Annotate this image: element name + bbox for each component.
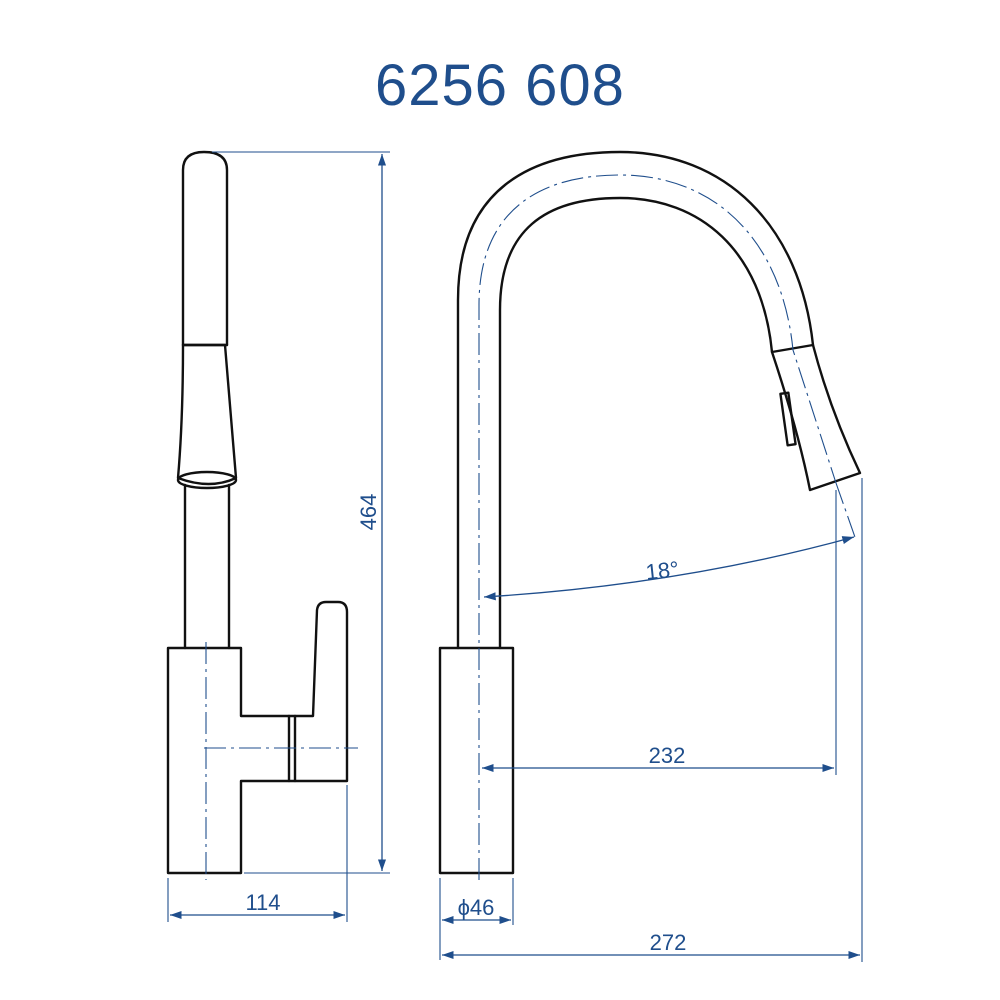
front-centerline-angle (835, 482, 857, 541)
front-centerline-spout (478, 174, 837, 880)
diameter-label: ϕ46 (458, 895, 495, 920)
depth-label: 114 (245, 890, 280, 915)
side-base-body (166, 646, 291, 875)
side-spray-head (176, 343, 238, 486)
side-lever-handle (287, 600, 349, 783)
angle-dimension-arc (483, 536, 855, 601)
side-spray-outlet (176, 470, 238, 490)
front-base-body (438, 646, 515, 875)
front-spray-head (770, 343, 862, 492)
angle-label: 18° (644, 556, 680, 584)
front-view: 18° 232 ϕ46 272 (438, 150, 863, 962)
drawing-title: 6256 608 (375, 53, 625, 118)
height-label: 464 (356, 494, 381, 531)
front-spout-inner (498, 196, 774, 650)
reach-label: 232 (649, 743, 686, 768)
front-spray-button (779, 391, 797, 447)
side-spout-tube (181, 150, 229, 347)
side-view: 464 114 (166, 150, 390, 922)
front-spout-outer (456, 150, 815, 650)
total-label: 272 (650, 930, 687, 955)
